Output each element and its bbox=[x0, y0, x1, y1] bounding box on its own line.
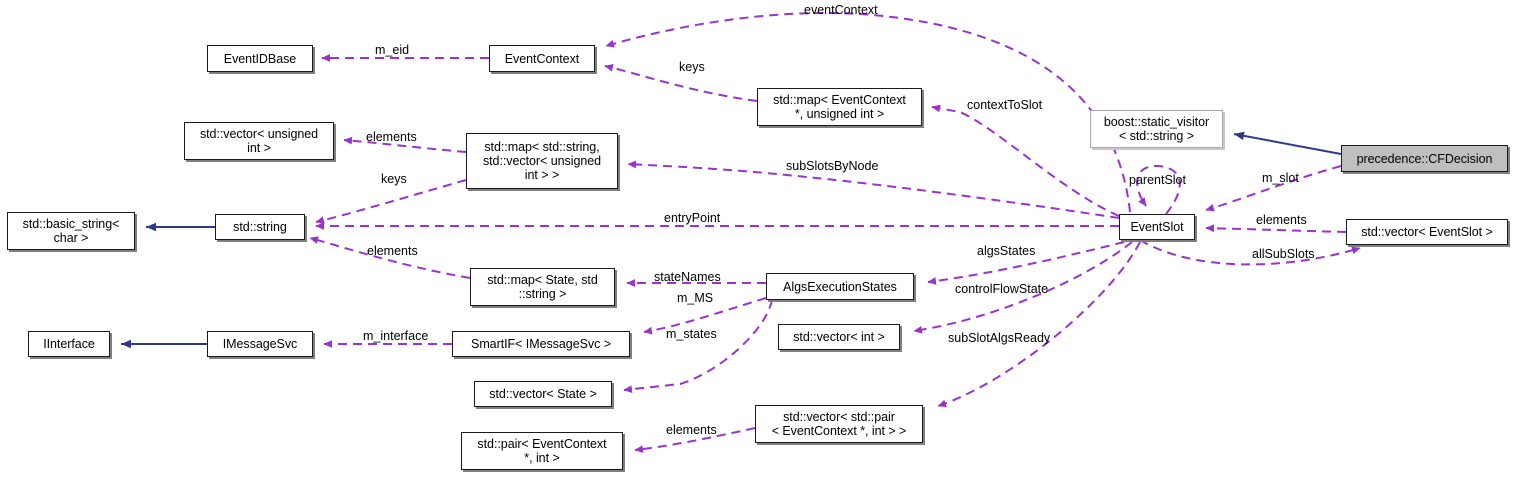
node-eventcontext[interactable]: EventContext bbox=[489, 45, 595, 72]
edge-label: entryPoint bbox=[664, 211, 721, 225]
node-iinterface[interactable]: IInterface bbox=[28, 331, 110, 357]
node-eventslot[interactable]: EventSlot bbox=[1119, 214, 1195, 240]
node-algsexecutionstates[interactable]: AlgsExecutionStates bbox=[766, 273, 914, 300]
edge-label: m_eid bbox=[375, 43, 410, 57]
node-map-eventcontext-uint[interactable]: std::map< EventContext *, unsigned int > bbox=[757, 88, 922, 126]
node-vector-state[interactable]: std::vector< State > bbox=[474, 381, 612, 407]
edge-label: allSubSlots bbox=[1252, 247, 1315, 261]
edge-elements-stdstring bbox=[309, 236, 471, 279]
node-precedence-cfdecision[interactable]: precedence::CFDecision bbox=[1341, 145, 1508, 172]
node-imessagesvc[interactable]: IMessageSvc bbox=[207, 331, 313, 357]
node-eventidbase[interactable]: EventIDBase bbox=[207, 45, 313, 72]
edge-m_MS bbox=[643, 297, 767, 335]
edge-label: elements bbox=[1256, 213, 1307, 227]
edge-subSlotsByNode bbox=[627, 160, 1120, 219]
node-smartif-imessagesvc[interactable]: SmartIF< IMessageSvc > bbox=[452, 331, 630, 357]
node-boost-static-visitor[interactable]: boost::static_visitor < std::string > bbox=[1090, 110, 1223, 148]
edge-label: keys bbox=[679, 60, 705, 74]
edge-label: contextToSlot bbox=[967, 98, 1043, 112]
node-vector-pair-eventcontext-int[interactable]: std::vector< std::pair < EventContext *,… bbox=[755, 405, 923, 443]
edge-parentSlot bbox=[1136, 164, 1181, 215]
edge-label: eventContext bbox=[804, 3, 878, 17]
edge-label: elements bbox=[666, 423, 717, 437]
edge-label: parentSlot bbox=[1129, 173, 1186, 187]
edge-label: stateNames bbox=[654, 270, 721, 284]
edge-controlFlowState bbox=[913, 241, 1133, 334]
edge-label: algsStates bbox=[977, 244, 1036, 258]
edge-allSubSlots bbox=[1139, 239, 1361, 266]
edge-label: m_interface bbox=[363, 329, 429, 343]
node-vector-eventslot[interactable]: std::vector< EventSlot > bbox=[1346, 219, 1508, 245]
edge-inherit-staticvisitor bbox=[1233, 131, 1342, 155]
node-map-string-vector-uint[interactable]: std::map< std::string, std::vector< unsi… bbox=[466, 133, 618, 189]
edge-keys-eventcontext bbox=[604, 63, 758, 102]
edge-m_slot bbox=[1205, 165, 1342, 212]
edge-m_states bbox=[623, 299, 773, 394]
edge-label: m_slot bbox=[1262, 171, 1299, 185]
edge-elements-vecuint bbox=[343, 136, 467, 153]
edge-label: subSlotsByNode bbox=[786, 159, 879, 173]
node-vector-unsigned-int[interactable]: std::vector< unsigned int > bbox=[184, 122, 334, 160]
edge-subSlotAlgsReady bbox=[937, 241, 1141, 408]
node-vector-int[interactable]: std::vector< int > bbox=[778, 324, 900, 350]
node-map-state-string[interactable]: std::map< State, std ::string > bbox=[470, 268, 615, 306]
edge-elements-eventslot bbox=[1205, 224, 1347, 233]
node-pair-eventcontext-int[interactable]: std::pair< EventContext *, int > bbox=[461, 432, 623, 470]
inheritance-edge-group bbox=[121, 131, 1342, 349]
edge-label: subSlotAlgsReady bbox=[948, 331, 1051, 345]
edge-label: m_MS bbox=[677, 291, 714, 305]
edge-label: elements bbox=[366, 130, 417, 144]
edge-keys-stdstring bbox=[315, 179, 467, 224]
edge-label: m_states bbox=[666, 327, 717, 341]
usage-edge-group bbox=[309, 11, 1361, 453]
edge-label: elements bbox=[367, 244, 418, 258]
edge-contextToSlot bbox=[931, 104, 1120, 217]
node-basic-string[interactable]: std::basic_string< char > bbox=[7, 212, 135, 250]
edge-elements-pair bbox=[634, 427, 756, 453]
node-std-string[interactable]: std::string bbox=[215, 214, 305, 240]
edge-label: controlFlowState bbox=[955, 282, 1049, 296]
edge-label: keys bbox=[381, 172, 407, 186]
